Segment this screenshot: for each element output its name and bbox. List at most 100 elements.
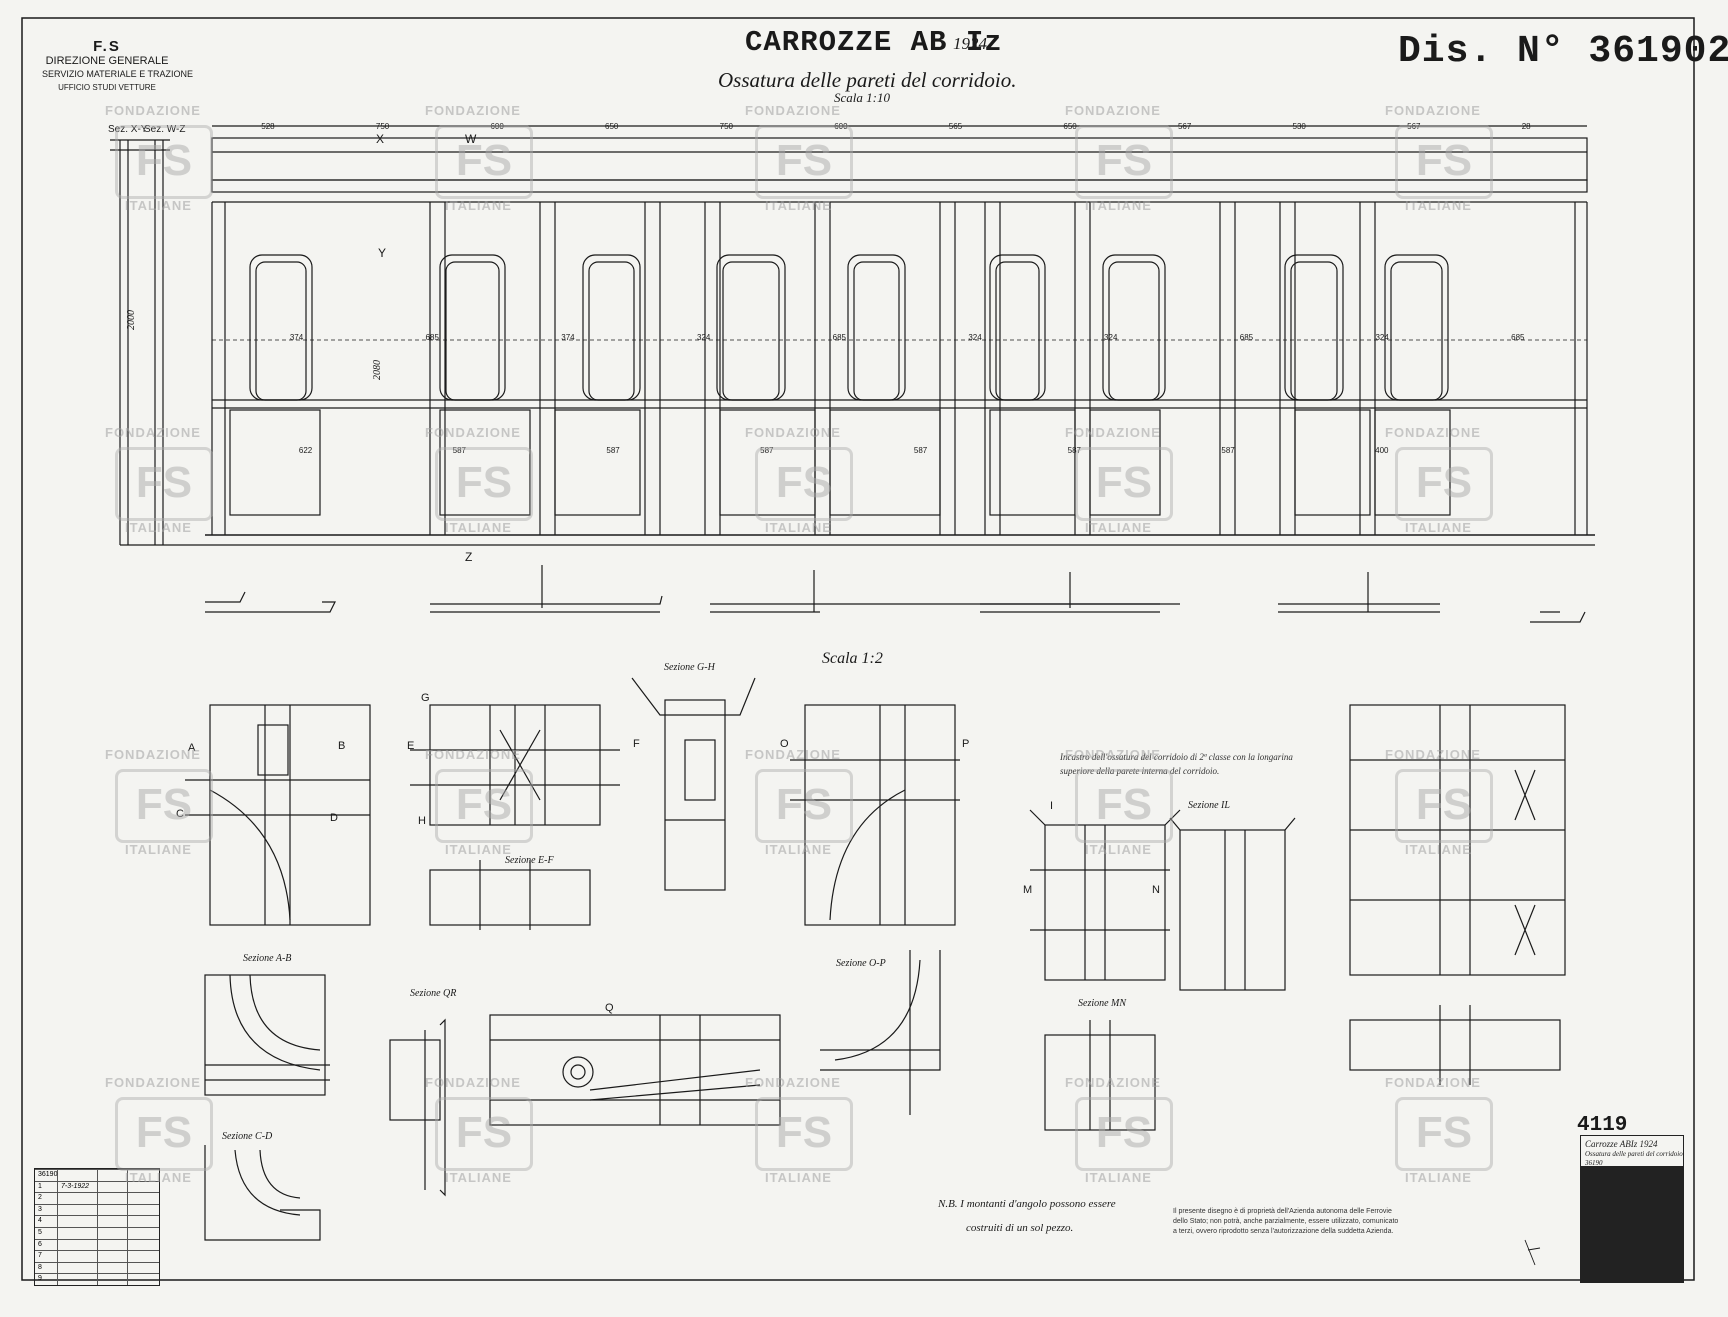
window-opening [582,254,641,401]
window-opening-inner [255,261,307,401]
dimension-value-top: 567 [1407,122,1421,131]
watermark-text-top: FONDAZIONE [1065,747,1161,762]
issuer-block: F.S DIREZIONE GENERALE SERVIZIO MATERIAL… [42,39,193,94]
watermark-fs-logo: FS [435,1097,533,1171]
nb-note: N.B. I montanti d'angolo possono essere … [938,1192,1116,1240]
watermark-text-bottom: ITALIANE [1085,1170,1152,1185]
cut-label-y: Y [378,246,387,260]
dimension-value-middle: 685 [1511,333,1525,342]
lower-panel [1374,409,1451,516]
archive-number: 4119 [1577,1114,1628,1137]
watermark-text-bottom: ITALIANE [445,520,512,535]
window-opening [989,254,1046,401]
dimension-value-top: 650 [1063,122,1077,131]
revision-row: 3 [35,1203,159,1217]
dimension-value-top: 565 [948,122,963,131]
cut-letter-n: N [1152,884,1160,896]
watermark-fs-logo: FS [755,447,853,521]
dimension-value-middle: 374 [289,333,304,342]
watermark-fs-logo: FS [1075,769,1173,843]
watermark-text-top: FONDAZIONE [105,1075,201,1090]
window-opening [1284,254,1344,401]
watermark-text-bottom: ITALIANE [1085,520,1152,535]
cut-letter-i: I [1050,800,1054,812]
revision-date: 7-3-1922 [61,1182,90,1190]
ownership-line-1: Il presente disegno è di proprietà dell'… [1173,1208,1392,1215]
watermark-text-bottom: ITALIANE [125,842,192,857]
dimension-value-lower: 587 [760,446,774,455]
revision-number: 36190 [38,1171,58,1178]
watermark-fs-logo: FS [755,1097,853,1171]
issuer-line-2: DIREZIONE GENERALE [45,55,169,67]
dimension-value-middle: 374 [561,333,575,342]
cut-letter-c: C [176,808,184,820]
section-label-wz: Sez. W-Z [144,124,186,135]
dimension-value-top: 750 [375,122,390,131]
lower-panel [1089,409,1161,516]
watermark-text-bottom: ITALIANE [765,520,832,535]
watermark-fs-logo: FS [1395,1097,1493,1171]
window-opening [439,254,506,401]
revision-number: 2 [38,1194,42,1202]
watermark-text-top: FONDAZIONE [1385,747,1481,762]
dimension-value-middle: 324 [1375,333,1389,342]
watermark-text-top: FONDAZIONE [105,425,201,440]
window-opening [249,254,313,401]
revision-row: 2 [35,1192,159,1205]
watermark-text-bottom: ITALIANE [445,842,512,857]
revision-row: 6 [35,1238,159,1252]
cut-label-w: W [465,132,477,146]
watermark-text-bottom: ITALIANE [445,1170,512,1185]
title-block-line-3: 36190 [1585,1159,1603,1167]
drawing-number: Dis. N° 361902 [1398,30,1728,73]
window-opening-inner [853,261,900,401]
lower-panel [989,409,1076,516]
section-title-mn: Sezione MN [1078,998,1127,1009]
section-title-gh: Sezione G-H [664,662,715,673]
watermark-text-bottom: ITALIANE [1405,1170,1472,1185]
watermark-fs-logo: FS [115,769,213,843]
dimension-value-lower: 587 [1067,446,1081,455]
window-opening [716,254,786,401]
revision-row: 8 [35,1261,159,1275]
cut-label-x: X [376,132,385,146]
watermark-fs-logo: FS [1395,447,1493,521]
watermark-text-top: FONDAZIONE [1065,425,1161,440]
dimension-value-top: 530 [1292,122,1306,131]
cut-letter-q: Q [605,1002,614,1014]
dimension-value-middle: 324 [1104,333,1118,342]
revision-number: 7 [38,1252,42,1260]
scale-label-top: Scala 1:10 [834,90,890,105]
cut-letter-m: M [1023,884,1033,896]
watermark-text-bottom: ITALIANE [445,198,512,213]
watermark-text-bottom: ITALIANE [125,520,192,535]
nb-note-line-1: N.B. I montanti d'angolo possono essere [938,1198,1116,1210]
revision-row: 5 [35,1227,159,1240]
revision-row: 4 [35,1215,159,1228]
watermark-text-bottom: ITALIANE [765,842,832,857]
watermark-fs-logo: FS [435,447,533,521]
watermark-fs-logo: FS [1395,769,1493,843]
cut-letter-o: O [780,738,789,750]
dimension-value-lower: 622 [298,446,313,455]
watermark-fs-logo: FS [115,125,213,199]
window-opening-inner [1290,261,1338,401]
watermark-text-top: FONDAZIONE [425,103,521,118]
watermark-text-bottom: ITALIANE [1405,198,1472,213]
watermark-fs-logo: FS [1075,1097,1173,1171]
section-title-op: Sezione O-P [836,958,886,969]
watermark-fs-logo: FS [1395,125,1493,199]
watermark-text-top: FONDAZIONE [1385,425,1481,440]
dimension-value-lower: 587 [452,446,466,455]
watermark-text-bottom: ITALIANE [765,198,832,213]
lower-panel [1294,409,1371,516]
watermark-text-bottom: ITALIANE [125,1170,192,1185]
issuer-line-3: SERVIZIO MATERIALE E TRAZIONE [42,69,194,79]
dimension-value-top: 528 [261,122,275,131]
revision-number: 3 [38,1205,42,1213]
section-title-ab: Sezione A-B [243,953,292,964]
window-opening-inner [1390,261,1443,401]
